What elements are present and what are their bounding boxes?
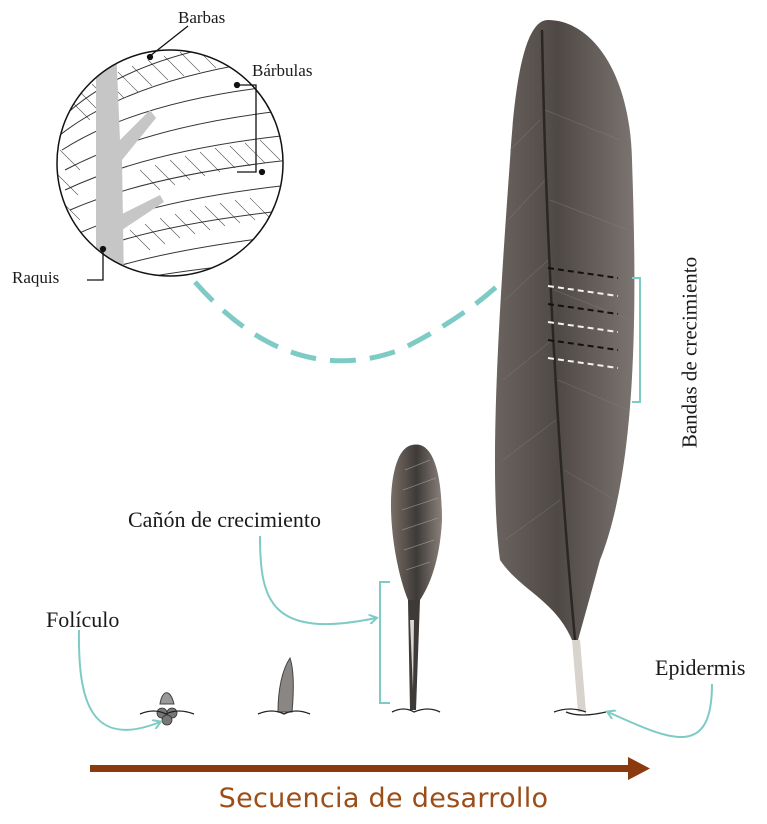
mature-feather	[495, 20, 634, 715]
canon-label: Cañón de crecimiento	[128, 507, 321, 533]
epidermis-arrow	[608, 684, 712, 737]
raquis-leader	[87, 250, 103, 280]
barbas-label: Barbas	[178, 8, 225, 28]
canon-arrow	[260, 536, 376, 624]
early-sprout	[258, 658, 310, 714]
sequence-arrow	[90, 757, 650, 780]
zoom-connector	[195, 236, 540, 361]
foliculo-arrow	[79, 630, 160, 730]
foliculo-label: Folículo	[46, 607, 119, 633]
raquis-label: Raquis	[12, 268, 59, 288]
barbulas-label: Bárbulas	[252, 61, 312, 81]
follicle	[140, 693, 194, 725]
canon-bracket	[380, 582, 390, 703]
sequence-label: Secuencia de desarrollo	[0, 783, 767, 814]
pin-feather	[391, 444, 442, 712]
epidermis-label: Epidermis	[655, 655, 745, 681]
bandas-label: Bandas de crecimiento	[678, 223, 703, 483]
